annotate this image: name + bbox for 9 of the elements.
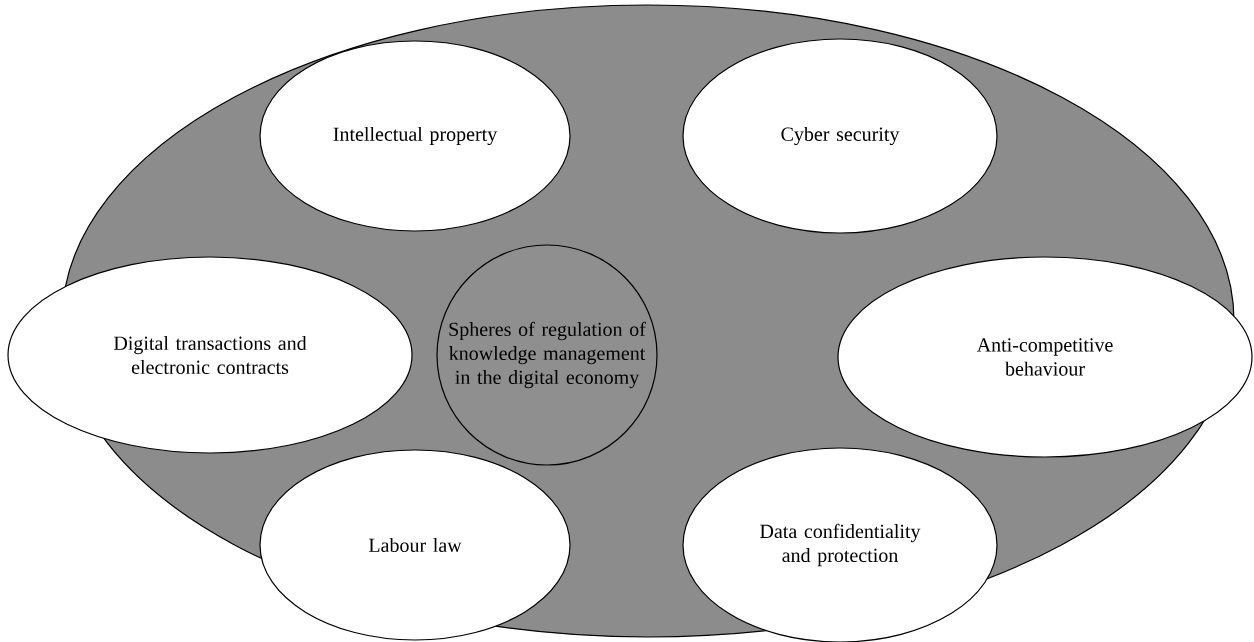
ellipse-label: Spheres of regulation of knowledge management in the digital economy (449, 321, 646, 389)
ellipse-label: Anti-competitive behaviour (976, 338, 1113, 376)
ellipse-label: Cyber security (781, 126, 900, 146)
sphere-ellipse (7, 256, 413, 454)
sphere-ellipse (436, 244, 658, 466)
ellipse-label: Intellectual property (333, 126, 498, 146)
ellipse-label: Data confidentiality and protection (760, 523, 921, 567)
ellipse-label: Labour law (368, 537, 462, 552)
ellipse-label: Digital transactions and electronic contracts (113, 335, 307, 374)
